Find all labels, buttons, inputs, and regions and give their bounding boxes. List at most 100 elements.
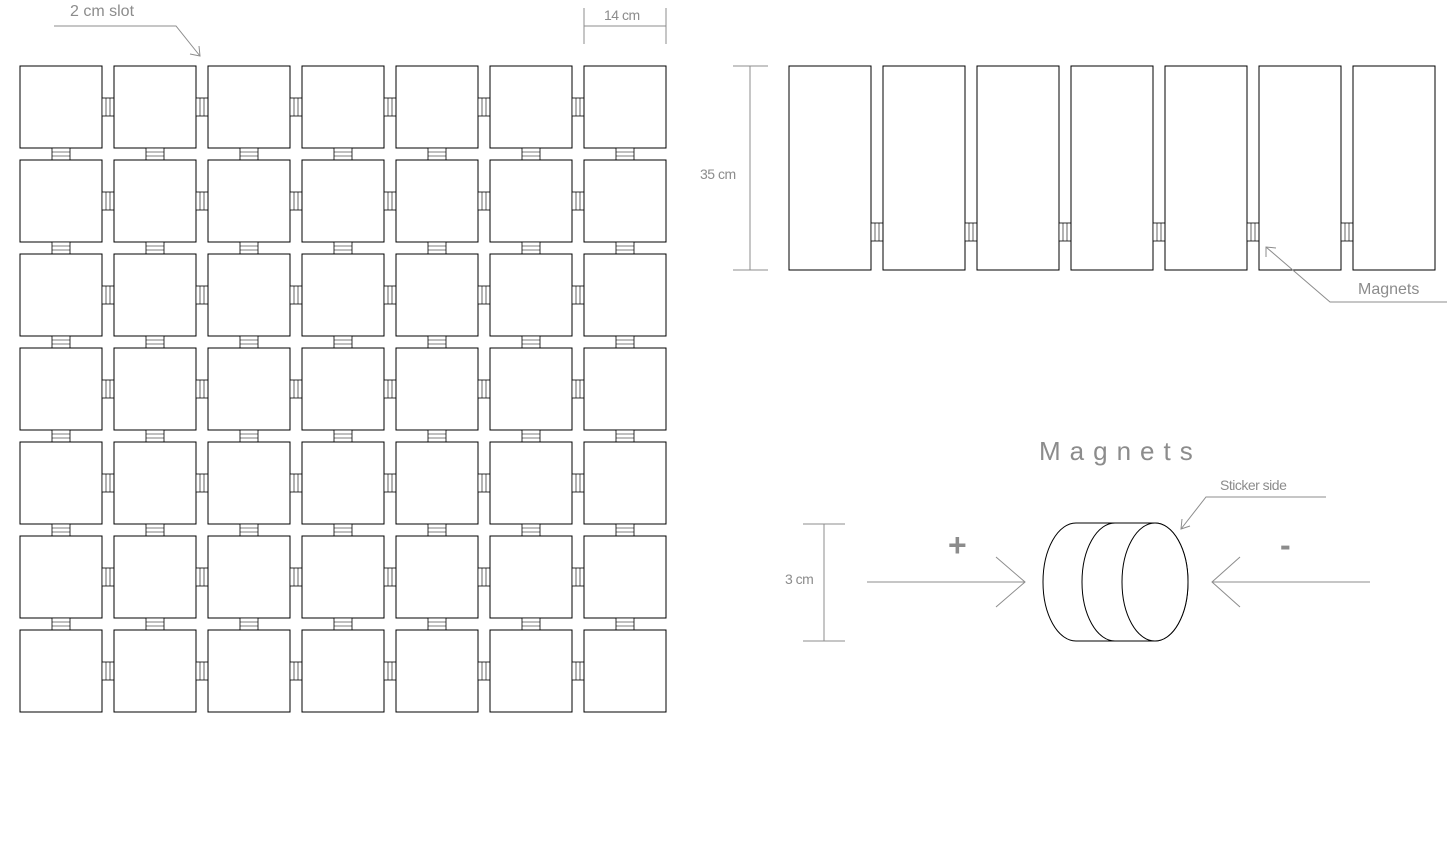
connector-magnet xyxy=(615,241,635,255)
connector-magnet xyxy=(333,147,353,161)
magnet-detail: Magnets 3 cm + - Sticker side xyxy=(785,436,1370,642)
connector-magnet xyxy=(289,473,303,493)
connector-magnet xyxy=(101,473,115,493)
tile-square xyxy=(489,535,573,619)
tile-square xyxy=(301,65,385,149)
tile-square xyxy=(19,65,103,149)
connector-magnet xyxy=(333,241,353,255)
connector-magnet xyxy=(521,523,541,537)
connector-magnet xyxy=(289,379,303,399)
panel-rect xyxy=(882,65,966,271)
tile-square xyxy=(583,629,667,713)
connector-magnet xyxy=(239,429,259,443)
tile-square xyxy=(301,347,385,431)
tile-square xyxy=(19,629,103,713)
minus-sign: - xyxy=(1280,527,1291,563)
sticker-leader-arrowhead xyxy=(1180,518,1191,530)
connector-magnet xyxy=(521,147,541,161)
connector-magnet xyxy=(101,191,115,211)
connector-magnet xyxy=(1058,222,1072,242)
tile-square xyxy=(395,253,479,337)
connector-magnet xyxy=(615,523,635,537)
tile-square xyxy=(489,159,573,243)
slot-label: 2 cm slot xyxy=(70,3,135,20)
connector-magnet xyxy=(964,222,978,242)
connector-magnet xyxy=(427,147,447,161)
connector-magnet xyxy=(615,617,635,631)
connector-magnet xyxy=(427,617,447,631)
magnet-detail-title: Magnets xyxy=(1039,436,1202,466)
connector-magnet xyxy=(571,97,585,117)
plus-sign: + xyxy=(948,527,967,563)
connector-magnet xyxy=(477,567,491,587)
connector-magnet xyxy=(383,567,397,587)
tile-square xyxy=(489,253,573,337)
tile-square xyxy=(395,535,479,619)
connector-magnet xyxy=(195,191,209,211)
panel-rect xyxy=(1164,65,1248,271)
connector-magnet xyxy=(477,379,491,399)
tile-square xyxy=(489,347,573,431)
tile-square xyxy=(395,441,479,525)
slot-leader-arrowhead xyxy=(189,45,201,57)
connector-magnet xyxy=(477,473,491,493)
connector-magnet xyxy=(239,335,259,349)
magnets-leader-arrowhead xyxy=(1265,246,1277,257)
connector-magnet xyxy=(477,661,491,681)
tile-square xyxy=(207,253,291,337)
tile-square xyxy=(301,535,385,619)
connector-magnet xyxy=(145,335,165,349)
magnet-disc-divider-1 xyxy=(1081,522,1116,642)
connector-magnet xyxy=(1246,222,1260,242)
connector-magnet xyxy=(383,97,397,117)
connector-magnet xyxy=(571,191,585,211)
tile-grid xyxy=(19,65,667,713)
connector-magnet xyxy=(289,97,303,117)
connector-magnet xyxy=(383,661,397,681)
connector-magnet xyxy=(521,617,541,631)
connector-magnet xyxy=(195,285,209,305)
tile-square xyxy=(19,347,103,431)
connector-magnet xyxy=(101,285,115,305)
connector-magnet xyxy=(195,97,209,117)
tile-square xyxy=(19,441,103,525)
sticker-side-label: Sticker side xyxy=(1220,477,1287,493)
panel-rect xyxy=(976,65,1060,271)
tile-square xyxy=(583,65,667,149)
magnets-leader-line xyxy=(1265,246,1447,303)
tile-square xyxy=(301,441,385,525)
plus-arrowhead xyxy=(995,556,1026,608)
connector-magnet xyxy=(289,661,303,681)
connector-magnet xyxy=(51,523,71,537)
connector-magnet xyxy=(145,429,165,443)
connector-magnet xyxy=(333,523,353,537)
tile-square xyxy=(19,253,103,337)
tile-square xyxy=(395,159,479,243)
tile-square xyxy=(583,347,667,431)
tile-square xyxy=(395,65,479,149)
connector-magnet xyxy=(239,523,259,537)
connector-magnet xyxy=(239,617,259,631)
tile-square xyxy=(489,65,573,149)
tile-square xyxy=(583,535,667,619)
tile-square xyxy=(113,159,197,243)
width-label: 14 cm xyxy=(604,7,640,23)
connector-magnet xyxy=(239,147,259,161)
connector-magnet xyxy=(427,335,447,349)
connector-magnet xyxy=(383,285,397,305)
connector-magnet xyxy=(427,241,447,255)
tile-square xyxy=(113,629,197,713)
magnets-label: Magnets xyxy=(1358,281,1419,298)
tile-square xyxy=(301,629,385,713)
connector-magnet xyxy=(427,429,447,443)
connector-magnet xyxy=(333,617,353,631)
connector-magnet xyxy=(289,191,303,211)
connector-magnet xyxy=(51,429,71,443)
connector-magnet xyxy=(521,241,541,255)
connector-magnet xyxy=(477,285,491,305)
connector-magnet xyxy=(615,429,635,443)
connector-magnet xyxy=(571,473,585,493)
tile-square xyxy=(113,535,197,619)
connector-magnet xyxy=(195,661,209,681)
